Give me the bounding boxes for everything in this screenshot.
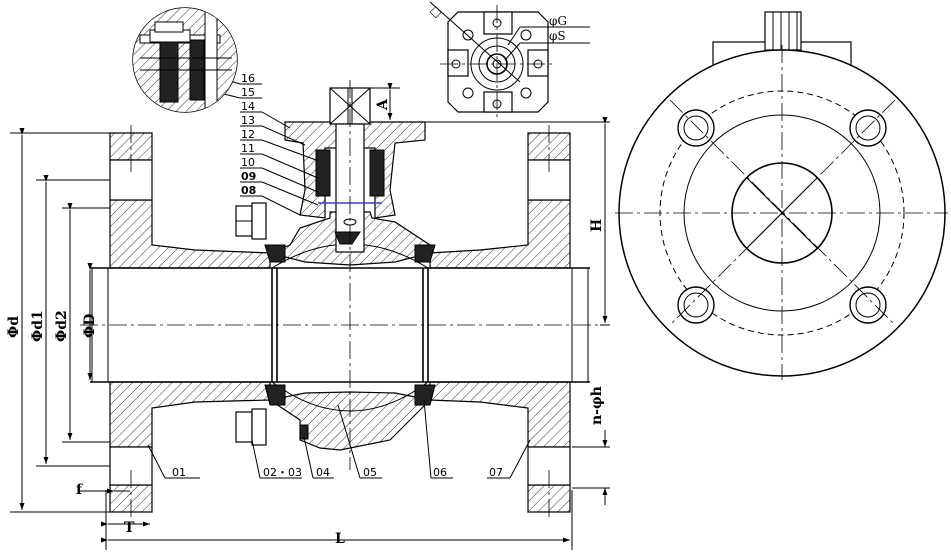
part-11: 11 [241,142,255,155]
stem-key [334,231,361,245]
flange-end-view [615,11,948,380]
part-02-03: 02・03 [263,466,302,479]
seat-bottom-left [264,384,286,406]
dim-f: f [76,482,83,498]
part-16: 16 [241,72,255,85]
part-12: 12 [241,128,255,141]
seat-top-left [264,244,286,263]
dim-H: H [589,219,605,232]
part-09: 09 [241,170,256,183]
part-07: 07 [489,466,503,479]
packing-left [315,149,331,197]
part-01: 01 [172,466,186,479]
dim-d1: Φd1 [30,310,46,342]
section-view [80,80,600,520]
dim-T: T [124,520,135,536]
part-13: 13 [241,114,255,127]
detail-bolt-view [132,7,238,113]
seat-top-right [414,244,436,263]
dim-A: A [375,98,391,111]
dim-d: Φd [6,316,22,338]
part-04: 04 [316,466,330,479]
top-mounting-pad-view: □ φG φS [427,1,590,118]
part-15: 15 [241,86,255,99]
dim-d2: Φd2 [54,310,70,342]
part-06: 06 [433,466,447,479]
part-14: 14 [241,100,255,113]
dim-S: φS [549,29,566,43]
side-bolt-bottom-head [251,408,267,446]
dim-G: φG [549,14,567,28]
dimensions: Φd Φd1 Φd2 ΦD L T f H A n-φh [6,83,610,550]
seat-bottom-right [414,384,436,406]
part-10: 10 [241,156,255,169]
dim-square: □ [427,4,444,21]
packing-right [369,149,385,197]
part-callouts: 01 02・03 04 05 06 07 08 09 10 11 12 13 1… [147,71,531,479]
bottom-plug [299,424,309,440]
side-bolt-bottom [235,411,253,443]
part-05: 05 [363,466,377,479]
part-08: 08 [241,184,256,197]
dim-L: L [335,531,345,547]
dim-nh: n-φh [589,386,605,425]
dim-D: ΦD [82,314,98,338]
side-bolt-top-head [251,202,267,240]
